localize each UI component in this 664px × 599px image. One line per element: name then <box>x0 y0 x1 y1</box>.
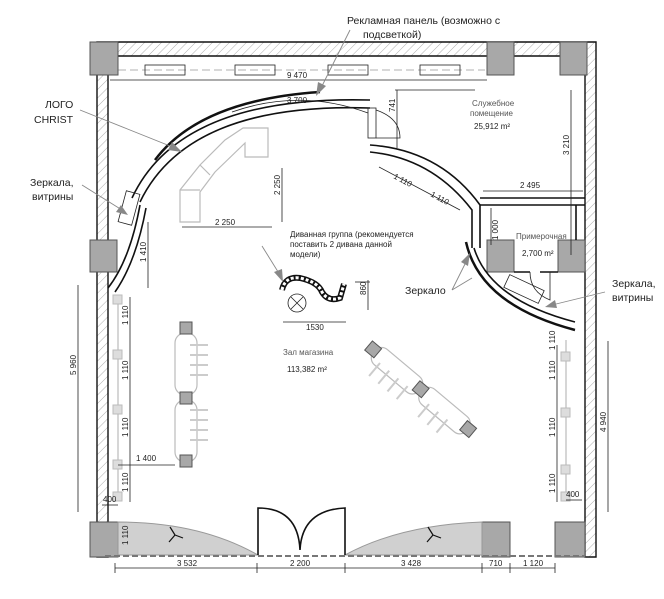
left-rack-rail <box>112 294 123 502</box>
service-room-name: Служебное <box>472 99 515 108</box>
dim-bottom: 710 <box>489 559 503 568</box>
column <box>554 521 586 558</box>
hall-area: 113,382 m² <box>287 365 327 374</box>
mirrors-left-label: Зеркала, <box>30 177 74 189</box>
dim-bottom: 3 532 <box>177 559 198 568</box>
mirrors-right-label: Зеркала, <box>612 278 656 290</box>
sofa-group-label: Диванная группа (рекомендуется <box>290 230 414 239</box>
sofa-group-label-2: поставить 2 дивана данной <box>290 240 392 249</box>
dim-top-width: 9 470 <box>287 71 308 80</box>
dim-left-seg: 1 110 <box>121 525 130 545</box>
dim-sofa-group-height: 860 <box>359 281 368 295</box>
mirrors-left-label-2: витрины <box>32 191 73 203</box>
diagonal-rack <box>363 340 478 439</box>
fitting-room-name: Примерочная <box>516 232 567 241</box>
dim-right-seg: 1 110 <box>548 330 557 350</box>
dim-rack-offset: 1 400 <box>136 454 157 463</box>
service-room-walls <box>480 197 585 273</box>
fan-icon <box>168 526 184 543</box>
column <box>486 41 515 76</box>
fan-icon <box>426 526 442 543</box>
dim-arc-length: 3 700 <box>287 96 308 105</box>
dimension-lines <box>77 79 609 573</box>
column <box>89 521 119 558</box>
exterior-walls <box>96 41 597 558</box>
service-room-name-2: помещение <box>470 109 514 118</box>
ad-panel-label: Рекламная панель (возможно с <box>347 15 500 27</box>
entrance <box>105 507 585 557</box>
dim-left-seg: 1 110 <box>121 305 130 325</box>
dim-right-seg: 1 110 <box>548 360 557 380</box>
sofa-group <box>279 274 347 313</box>
top-window <box>118 64 485 76</box>
dim-bottom: 2 200 <box>290 559 311 568</box>
corner-sofa <box>179 127 269 223</box>
service-door <box>367 107 401 139</box>
column <box>557 239 586 273</box>
dim-left-seg: 1 110 <box>121 472 130 492</box>
column <box>481 521 511 558</box>
column <box>89 41 119 76</box>
dim-service-height: 3 210 <box>562 134 571 155</box>
column <box>89 239 118 273</box>
fitting-door <box>529 271 551 301</box>
dim-arc-seg1: 1 110 <box>392 172 414 189</box>
column <box>559 41 588 76</box>
mirrors-right-label-2: витрины <box>612 292 653 304</box>
fitting-room-area: 2,700 m² <box>522 249 554 258</box>
dim-left-seg: 1 110 <box>121 360 130 380</box>
dim-service-width: 2 495 <box>520 181 541 190</box>
dim-arc-seg2: 1 110 <box>429 190 451 207</box>
dim-left-total: 5 960 <box>69 354 78 375</box>
dim-right-seg: 1 110 <box>548 417 557 437</box>
dim-sofa-width: 2 250 <box>215 218 236 227</box>
leader-lines <box>79 29 606 308</box>
center-left-rack <box>174 321 208 468</box>
dim-right-seg: 1 110 <box>548 473 557 493</box>
column <box>486 239 515 273</box>
dim-left-seg: 1 110 <box>121 417 130 437</box>
right-rack-rail <box>560 340 571 502</box>
dim-left-offset: 1 410 <box>139 241 148 262</box>
ad-panel-label-2: подсветкой) <box>363 29 421 41</box>
dim-bottom: 1 120 <box>523 559 544 568</box>
service-room-area: 25,912 m² <box>474 122 510 131</box>
hall-name: Зал магазина <box>283 348 334 357</box>
dim-door-depth: 741 <box>388 98 397 112</box>
dim-sofa-height: 2 250 <box>273 174 282 195</box>
dim-right-wall-gap: 400 <box>566 490 580 499</box>
dim-sofa-group-width: 1530 <box>306 323 324 332</box>
sofa-group-label-3: модели) <box>290 250 321 259</box>
dim-bottom: 3 428 <box>401 559 422 568</box>
mirror-label: Зеркало <box>405 285 446 297</box>
dim-left-wall-gap: 400 <box>103 495 117 504</box>
right-curved-wall <box>464 241 576 332</box>
logo-label-2: CHRIST <box>34 114 74 126</box>
curved-wall <box>107 90 481 293</box>
dim-fitting-height: 1 000 <box>491 219 500 240</box>
logo-label: ЛОГО <box>45 99 73 111</box>
dim-right-total: 4 940 <box>599 411 608 432</box>
columns <box>89 41 588 558</box>
